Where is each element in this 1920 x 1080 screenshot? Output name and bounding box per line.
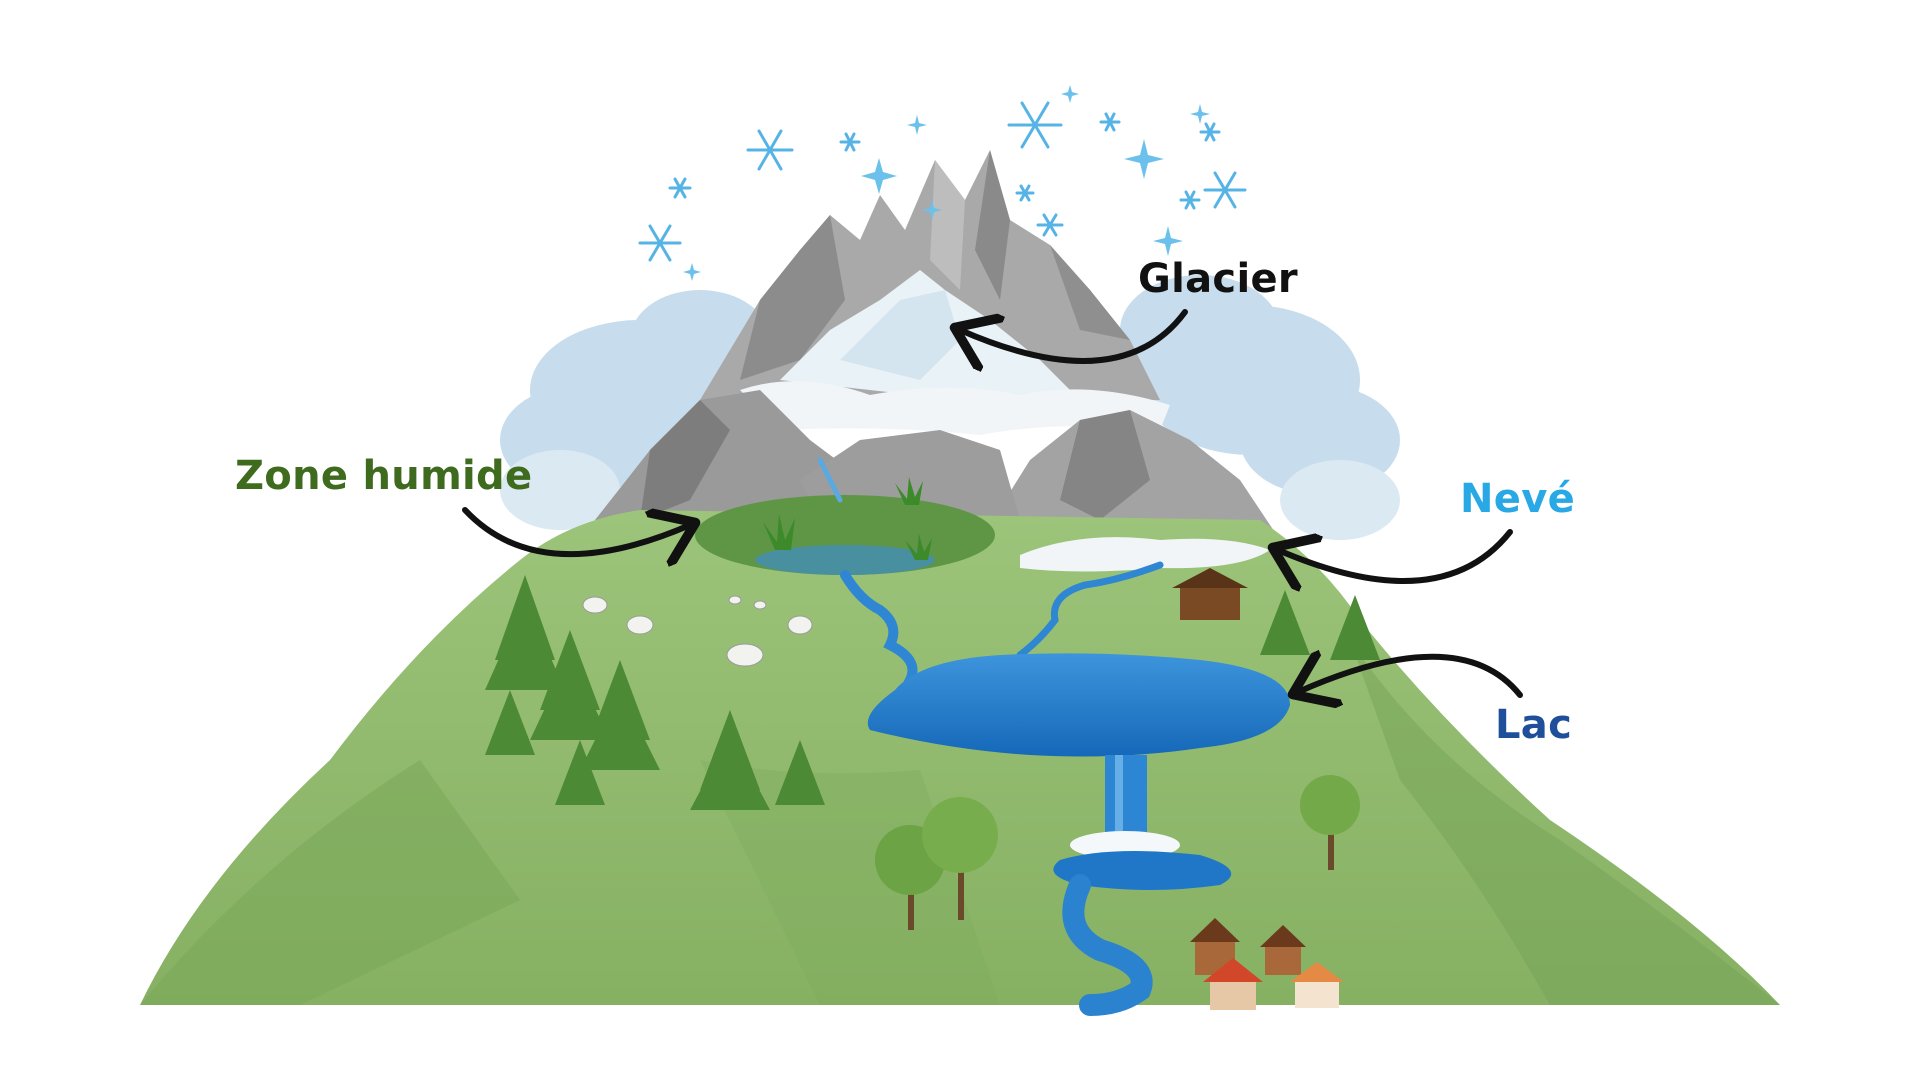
house-icon bbox=[1190, 918, 1344, 1010]
clouds bbox=[500, 275, 1400, 540]
label-zone-humide: Zone humide bbox=[235, 453, 533, 499]
wetland bbox=[695, 477, 995, 575]
arrow-neve bbox=[1278, 529, 1513, 581]
snowflake-icon bbox=[638, 101, 1247, 262]
pine-tree-icon bbox=[485, 575, 1380, 810]
waterfall-river bbox=[1053, 755, 1232, 1016]
green-hill bbox=[140, 510, 1780, 1005]
label-lac: Lac bbox=[1495, 702, 1573, 748]
cabin-icon bbox=[1172, 568, 1248, 620]
annotation-arrows bbox=[462, 309, 1523, 695]
sheep-icon bbox=[582, 595, 813, 667]
neve-snowfield bbox=[1020, 537, 1270, 572]
mountain-peak bbox=[700, 150, 1170, 435]
arrow-zone-humide bbox=[462, 510, 690, 554]
sparkle-icon bbox=[683, 85, 1210, 281]
deciduous-tree-icon bbox=[875, 775, 1360, 930]
rocky-ridges bbox=[595, 390, 1280, 540]
arrow-lac bbox=[1298, 657, 1523, 695]
arrow-glacier bbox=[960, 309, 1188, 361]
label-neve: Nevé bbox=[1460, 476, 1576, 522]
lake bbox=[867, 653, 1290, 757]
label-glacier: Glacier bbox=[1138, 256, 1298, 302]
